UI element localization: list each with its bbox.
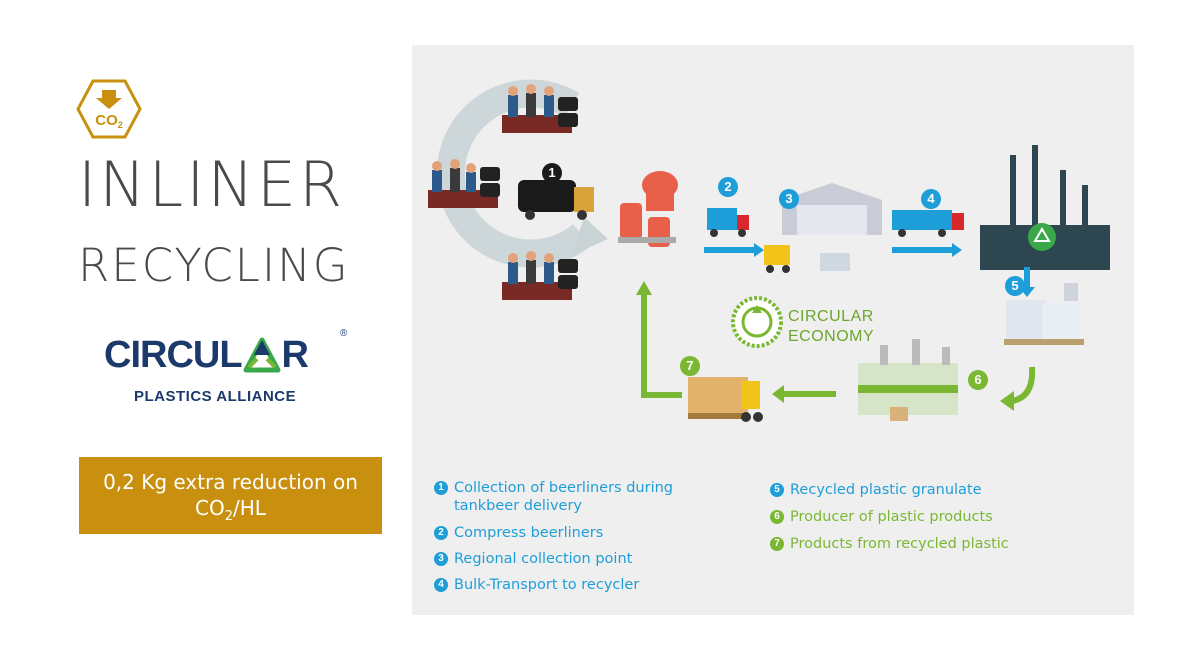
- legend-text: Recycled plastic granulate: [790, 482, 982, 498]
- warehouse: [764, 183, 882, 273]
- legend-number: 5: [770, 483, 784, 497]
- pub-scene-top: [502, 84, 578, 133]
- reduction-subscript: 2: [224, 509, 234, 524]
- legend-number: 7: [770, 537, 784, 551]
- legend-item: 3 Regional collection point: [434, 550, 632, 568]
- step-badge-3: 3: [779, 189, 799, 209]
- step-badge-1: 1: [542, 163, 562, 183]
- logo-subtitle: PLASTICS ALLIANCE: [134, 388, 297, 405]
- legend-item: 2 Compress beerliners: [434, 524, 603, 542]
- legend-text: Producer of plastic products: [790, 509, 993, 525]
- legend-item: 5 Recycled plastic granulate: [770, 481, 982, 499]
- step-badge-5: 5: [1005, 276, 1025, 296]
- legend-item: 6 Producer of plastic products: [770, 508, 993, 526]
- reduction-line-1: 0,2 Kg extra reduction on: [103, 470, 358, 494]
- registered-mark: ®: [340, 328, 348, 339]
- legend-text: Collection of beerliners during tankbeer…: [454, 480, 673, 514]
- circular-economy-globe: [731, 296, 783, 348]
- title-recycling: RECYCLING: [78, 239, 350, 292]
- reduction-co: CO: [195, 496, 225, 520]
- legend-number: 2: [434, 526, 448, 540]
- tank-truck: [518, 180, 594, 220]
- title-inliner: INLINER: [78, 148, 346, 221]
- legend-number: 6: [770, 510, 784, 524]
- pub-scene-bottom: [502, 251, 578, 300]
- svg-text:CO2: CO2: [95, 112, 123, 130]
- logo-word-right: R: [281, 334, 309, 376]
- step-badge-7: 7: [680, 356, 700, 376]
- step-badge-2: 2: [718, 177, 738, 197]
- circular-label-line-1: CIRCULAR: [788, 308, 874, 325]
- recycling-process-diagram: 1 2 3 4 5 6 7 CIRCULAR ECONOMY 1 Collect…: [412, 45, 1134, 615]
- plastics-factory: [858, 339, 958, 421]
- legend-item: 4 Bulk-Transport to recycler: [434, 576, 639, 594]
- legend-text: Regional collection point: [454, 551, 633, 567]
- pallet-forklift: [688, 377, 763, 422]
- step-badge-4: 4: [921, 189, 941, 209]
- recycle-icon: [243, 337, 281, 375]
- legend-text: Bulk-Transport to recycler: [454, 577, 640, 593]
- brewery-tanks: [618, 171, 678, 247]
- granulate-bags: [1004, 283, 1084, 345]
- co2-reduction-icon: CO2: [76, 78, 142, 140]
- circular-label-line-2: ECONOMY: [788, 328, 875, 345]
- reduction-unit: /HL: [233, 496, 266, 520]
- reduction-line-2: CO2/HL: [79, 495, 382, 530]
- legend-item: 7 Products from recycled plastic: [770, 535, 1009, 553]
- recycling-factory: [980, 145, 1110, 270]
- step-badge-6: 6: [968, 370, 988, 390]
- legend-number: 1: [434, 481, 448, 495]
- co2-reduction-box: 0,2 Kg extra reduction on CO2/HL: [79, 457, 382, 534]
- legend-text: Products from recycled plastic: [790, 536, 1009, 552]
- legend-number: 4: [434, 578, 448, 592]
- circular-economy-label: CIRCULAR ECONOMY: [788, 307, 874, 347]
- small-truck: [707, 208, 749, 237]
- long-truck: [892, 210, 964, 237]
- legend-number: 3: [434, 552, 448, 566]
- circular-plastics-alliance-logo: CIRCUL R ® PLASTICS ALLIANCE: [104, 326, 354, 414]
- logo-word-left: CIRCUL: [104, 334, 243, 376]
- legend-item: 1 Collection of beerliners during tankbe…: [434, 479, 724, 515]
- pub-scene-left: [428, 159, 500, 208]
- legend-text: Compress beerliners: [454, 525, 604, 541]
